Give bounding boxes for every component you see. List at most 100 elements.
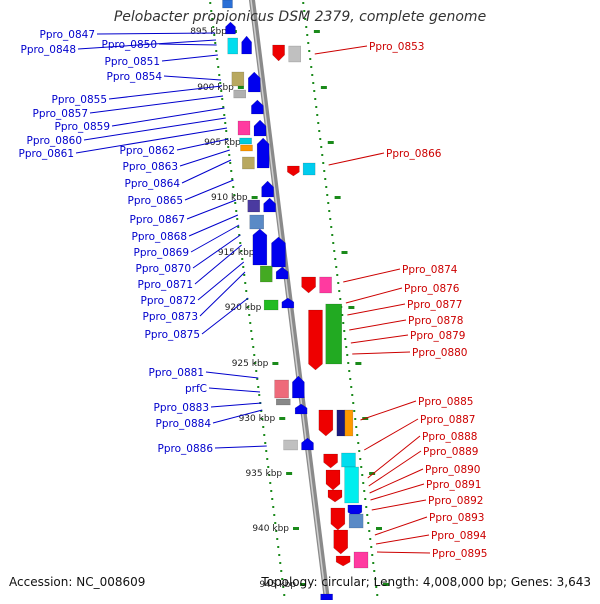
- guide-dot: [256, 378, 259, 380]
- tick-label: 895 kbp: [190, 27, 227, 37]
- leader-line-right: [371, 499, 427, 511]
- gene-label-left: Ppro_0861: [19, 148, 74, 160]
- gene-label-right: Ppro_0874: [402, 264, 458, 276]
- gene-label-left: Ppro_0881: [149, 367, 204, 379]
- guide-dot: [234, 202, 237, 204]
- guide-dot: [357, 442, 360, 444]
- guide-dot: [343, 330, 346, 332]
- leader-line-left: [190, 224, 240, 253]
- guide-dot: [279, 562, 282, 564]
- guide-dot: [319, 138, 322, 140]
- leader-line-left: [176, 138, 229, 151]
- guide-dot: [342, 322, 345, 324]
- forward-gene: [275, 266, 289, 280]
- gene-block: [240, 144, 253, 152]
- gene-label-left: Ppro_0884: [156, 418, 212, 430]
- gene-block: [237, 120, 251, 136]
- guide-dot: [230, 170, 233, 172]
- guide-dot: [321, 154, 324, 156]
- leader-line-left: [214, 445, 267, 449]
- guide-dot: [252, 346, 255, 348]
- leader-line-left: [89, 95, 224, 114]
- guide-dot: [336, 274, 339, 276]
- forward-gene: [248, 71, 261, 93]
- guide-dot: [221, 98, 224, 100]
- guide-dot: [271, 498, 274, 500]
- gene-label-left: Ppro_0872: [141, 295, 196, 307]
- guide-dot: [316, 114, 319, 116]
- guide-dot: [324, 178, 327, 180]
- tick-mark-left: [286, 472, 293, 475]
- reverse-gene: [325, 469, 341, 491]
- guide-dot: [355, 426, 358, 428]
- gene-block: [260, 265, 273, 283]
- tick-mark-right: [383, 583, 389, 586]
- gene-label-left: Ppro_0865: [128, 195, 183, 207]
- gene-block: [288, 45, 301, 63]
- reverse-gene: [272, 44, 285, 62]
- guide-dot: [359, 458, 362, 460]
- guide-dot: [225, 130, 228, 132]
- guide-dot: [262, 426, 265, 428]
- forward-gene: [241, 35, 252, 55]
- map-title: Pelobacter propionicus DSM 2379, complet…: [113, 9, 487, 25]
- gene-label-left: Ppro_0864: [125, 178, 181, 190]
- gene-features: [222, 0, 369, 601]
- leader-line-left: [208, 387, 261, 393]
- gene-block: [222, 0, 233, 9]
- gene-label-right: Ppro_0895: [432, 548, 487, 560]
- gene-label-left: Ppro_0859: [55, 121, 110, 133]
- guide-dot: [282, 586, 285, 588]
- guide-dot: [335, 266, 338, 268]
- forward-gene: [292, 375, 305, 399]
- guide-dot: [233, 194, 236, 196]
- gene-label-left: Ppro_0862: [120, 145, 175, 157]
- gene-label-left: Ppro_0855: [52, 94, 107, 106]
- guide-dot: [212, 26, 215, 28]
- tick-mark-right: [348, 306, 355, 309]
- gene-label-right: Ppro_0880: [412, 347, 467, 359]
- gene-label-left: Ppro_0869: [134, 247, 189, 259]
- guide-dot: [267, 466, 270, 468]
- guide-dot: [369, 538, 372, 540]
- accession-text: Accession: NC_008609: [9, 575, 146, 589]
- guide-dot: [265, 450, 268, 452]
- guide-dot: [344, 338, 347, 340]
- guide-dot: [323, 170, 326, 172]
- leader-line-left: [75, 127, 228, 154]
- tick-mark-right: [376, 527, 382, 530]
- guide-dot: [310, 66, 313, 68]
- guide-dot: [376, 594, 379, 596]
- leader-line-right: [349, 319, 407, 331]
- guide-dot: [228, 154, 231, 156]
- guide-dot: [303, 10, 306, 12]
- guide-dot: [222, 106, 225, 108]
- guide-dot: [249, 322, 252, 324]
- guide-dot: [327, 202, 330, 204]
- gene-block: [276, 398, 291, 406]
- guide-dot: [331, 234, 334, 236]
- gene-label-left: Ppro_0873: [143, 311, 198, 323]
- gene-label-left: Ppro_0848: [21, 44, 76, 56]
- tick-mark-left: [237, 86, 244, 89]
- gene-label-right: Ppro_0893: [429, 512, 484, 524]
- guide-dot: [209, 2, 212, 4]
- reverse-gene: [301, 276, 316, 294]
- tick-mark-left: [251, 196, 258, 199]
- forward-gene: [301, 437, 314, 451]
- gene-label-left: Ppro_0870: [136, 263, 191, 275]
- leader-line-right: [376, 551, 431, 554]
- leader-line-right: [350, 334, 409, 344]
- reverse-gene: [335, 555, 351, 567]
- topology-text: Topology: circular; Length: 4,008,000 bp…: [261, 575, 591, 589]
- guide-dot: [320, 146, 323, 148]
- leader-line-right: [352, 351, 411, 355]
- forward-gene: [263, 197, 276, 213]
- guide-dot: [318, 130, 321, 132]
- gene-block: [231, 71, 245, 87]
- guide-dot: [273, 514, 276, 516]
- guide-dot: [235, 210, 238, 212]
- reverse-gene: [330, 507, 346, 531]
